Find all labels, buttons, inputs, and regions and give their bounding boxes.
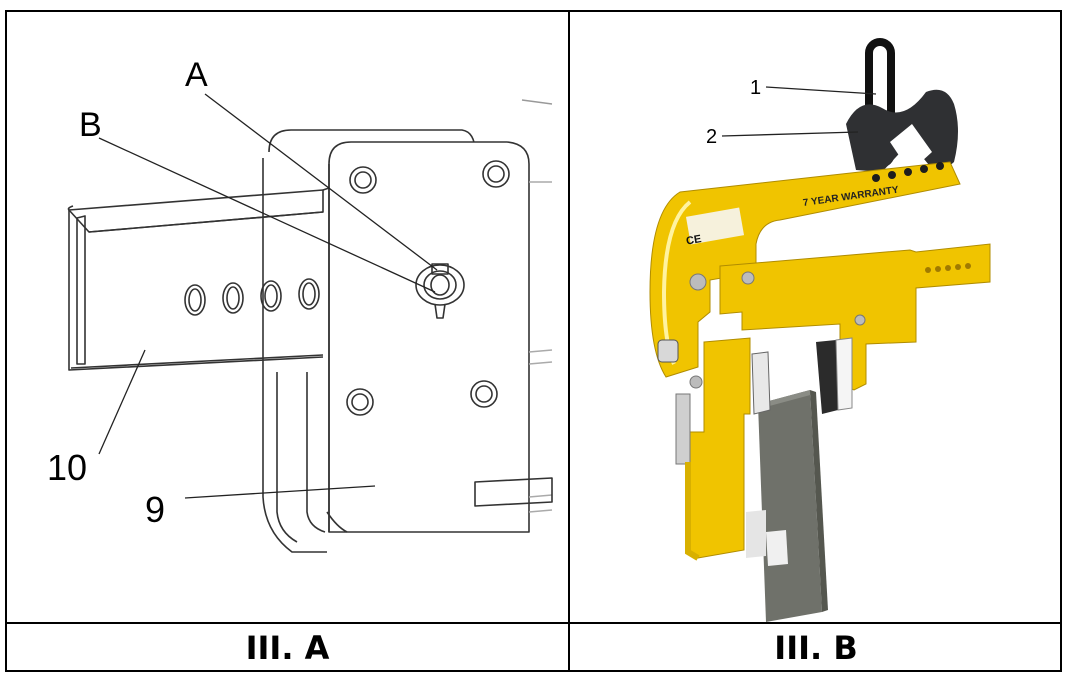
leader-a — [204, 93, 438, 271]
label-a: A — [185, 56, 208, 94]
leader-b — [98, 137, 436, 293]
figure-iii-b-illustration: 7 YEAR WARRANTY CE — [570, 12, 1062, 622]
iii-a-svg: A B 10 9 — [47, 56, 553, 553]
adjust-knob — [657, 339, 679, 363]
clamp-pad-left — [751, 351, 771, 415]
label-b: B — [79, 106, 102, 144]
tube-top — [68, 189, 324, 233]
leader-10 — [98, 349, 146, 455]
leader-9 — [184, 485, 376, 499]
caption-iii-b: III. B — [774, 629, 858, 667]
figure-table: A B 10 9 7 YEAR WARRANTY — [5, 10, 1062, 672]
figure-iii-a-drawing: A B 10 9 — [7, 12, 568, 622]
label-1: 1 — [750, 77, 761, 99]
ce-mark: CE — [685, 233, 702, 247]
clamp-pad-right — [816, 340, 838, 414]
clamp-lower-arm — [687, 337, 751, 559]
label-2: 2 — [706, 126, 717, 148]
label-10: 10 — [47, 447, 87, 488]
leader-1 — [765, 86, 877, 95]
table-divider-vertical — [568, 12, 570, 670]
clamp-beam — [719, 243, 991, 391]
product-sticker — [685, 207, 745, 245]
leader-2 — [721, 131, 859, 137]
caption-iii-a: III. A — [245, 629, 330, 667]
front-plate — [328, 141, 530, 533]
spring — [675, 393, 691, 465]
label-9: 9 — [145, 489, 165, 530]
tube-front-outer — [68, 210, 324, 371]
table-divider-horizontal — [7, 622, 1060, 624]
iii-b-svg: 7 YEAR WARRANTY CE — [649, 38, 991, 622]
